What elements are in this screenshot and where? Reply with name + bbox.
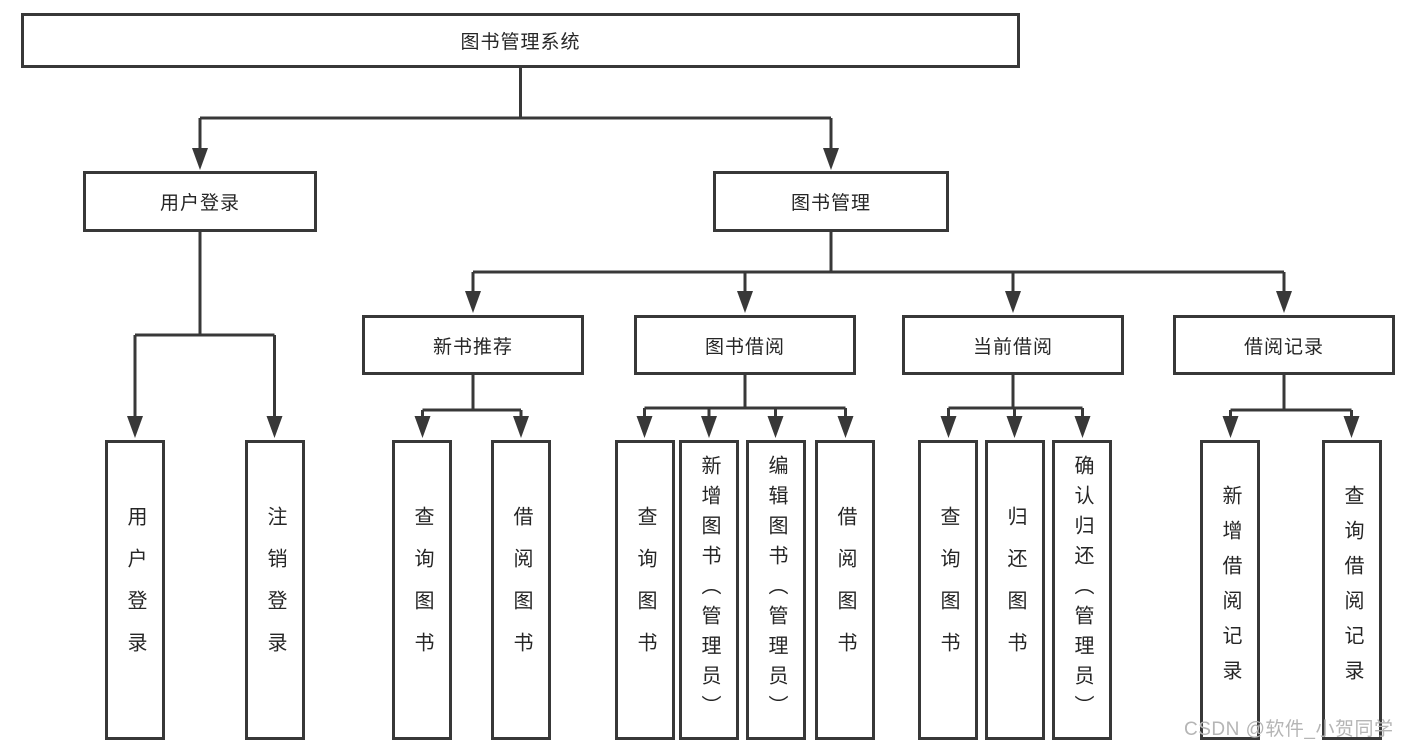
- node-new-book-recommend: 新书推荐: [362, 315, 584, 375]
- leaf-borrow-books: 借阅图书: [815, 440, 875, 740]
- leaf-query-books-current: 查询图书: [918, 440, 978, 740]
- csdn-watermark: CSDN @软件_小贺同学: [1184, 719, 1394, 740]
- leaf-user-login: 用户登录: [105, 440, 165, 740]
- leaf-query-borrow-record: 查询借阅记录: [1322, 440, 1382, 740]
- leaf-query-books-recommend: 查询图书: [392, 440, 452, 740]
- node-user-login: 用户登录: [83, 171, 317, 232]
- leaf-query-books-recommend-label: 查询图书: [411, 506, 433, 674]
- leaf-edit-book-admin-label: 编辑图书（管理员）: [765, 455, 787, 725]
- node-borrow-records-label: 借阅记录: [1243, 336, 1324, 358]
- leaf-edit-book-admin: 编辑图书（管理员）: [746, 440, 806, 740]
- leaf-return-book-label: 归还图书: [1004, 506, 1026, 674]
- arrowheads: [127, 148, 1360, 438]
- leaf-add-borrow-record: 新增借阅记录: [1200, 440, 1260, 740]
- leaf-query-books-current-label: 查询图书: [937, 506, 959, 674]
- leaf-query-books-borrow: 查询图书: [615, 440, 675, 740]
- leaf-query-borrow-record-label: 查询借阅记录: [1341, 485, 1363, 695]
- leaf-borrow-books-label: 借阅图书: [834, 506, 856, 674]
- leaf-add-borrow-record-label: 新增借阅记录: [1219, 485, 1241, 695]
- node-borrow-records: 借阅记录: [1173, 315, 1395, 375]
- node-current-borrow: 当前借阅: [902, 315, 1124, 375]
- node-library-system: 图书管理系统: [21, 13, 1020, 68]
- node-library-system-label: 图书管理系统: [460, 32, 581, 53]
- leaf-return-book: 归还图书: [985, 440, 1045, 740]
- node-new-book-recommend-label: 新书推荐: [432, 336, 513, 358]
- leaf-confirm-return-admin: 确认归还（管理员）: [1052, 440, 1112, 740]
- leaf-query-books-borrow-label: 查询图书: [634, 506, 656, 674]
- leaf-logout-label: 注销登录: [264, 506, 286, 674]
- leaf-user-login-label: 用户登录: [124, 506, 146, 674]
- leaf-borrow-books-recommend-label: 借阅图书: [510, 506, 532, 674]
- node-book-borrow: 图书借阅: [634, 315, 856, 375]
- node-current-borrow-label: 当前借阅: [972, 336, 1053, 358]
- node-book-borrow-label: 图书借阅: [704, 336, 785, 358]
- leaf-confirm-return-admin-label: 确认归还（管理员）: [1071, 455, 1093, 725]
- leaf-borrow-books-recommend: 借阅图书: [491, 440, 551, 740]
- node-book-management: 图书管理: [713, 171, 949, 232]
- node-book-management-label: 图书管理: [790, 193, 871, 214]
- leaf-add-book-admin: 新增图书（管理员）: [679, 440, 739, 740]
- node-user-login-label: 用户登录: [159, 193, 240, 214]
- leaf-logout: 注销登录: [245, 440, 305, 740]
- leaf-add-book-admin-label: 新增图书（管理员）: [698, 455, 720, 725]
